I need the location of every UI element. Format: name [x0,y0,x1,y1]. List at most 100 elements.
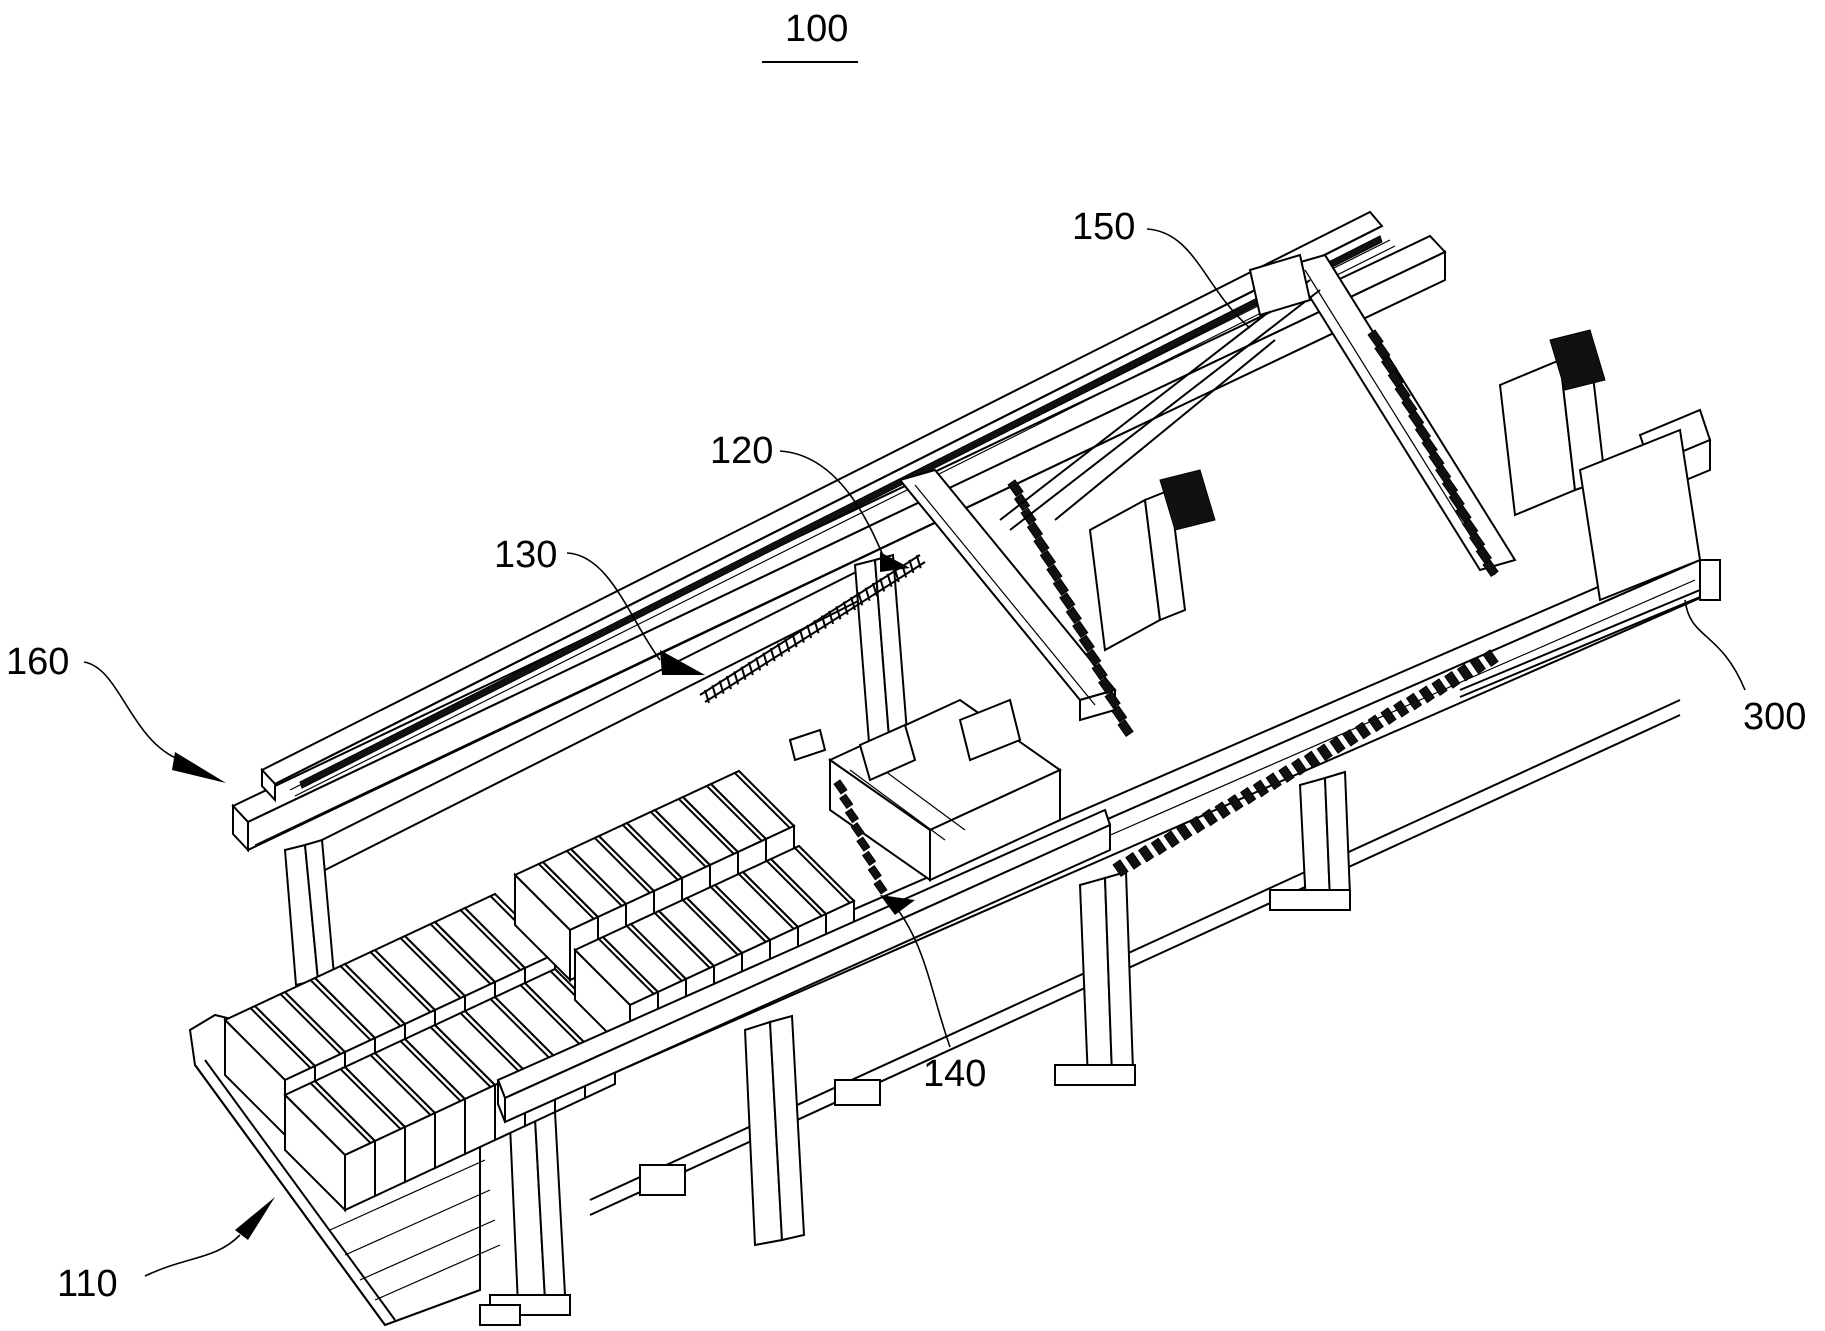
chain-link [1052,578,1070,596]
upper-rail [231,210,1447,853]
chain-link [1469,656,1486,675]
chain-link [1072,620,1089,639]
gantry-left [898,468,1216,737]
lead-screw [699,554,926,762]
screw-tooth [879,578,886,592]
chain-link [1033,535,1050,554]
transfer-module [828,698,1062,895]
chain-link [1475,545,1492,564]
chain-link [1104,691,1121,709]
leader-140 [889,899,951,1048]
screw-tooth [828,610,835,625]
chain-link [873,879,888,895]
chain-link [1342,728,1359,747]
screw-tooth [718,680,725,694]
screw-tooth [711,685,718,699]
cell-edge [459,1012,522,1074]
right-end-rail [1459,428,1721,698]
chain-link [1112,859,1129,877]
cell-edge [710,886,767,943]
chain-link [1455,505,1472,523]
chain-link [1367,329,1384,347]
chain-link [1441,478,1459,496]
chain-link [1431,678,1448,696]
ref-label-160: 160 [6,641,70,683]
cell-edge [399,937,462,999]
cell-edge [429,923,492,985]
screw-tooth [747,661,754,676]
chain-link [1408,410,1425,429]
arrow-110 [235,1197,275,1240]
screw-tooth [784,638,791,653]
cell-edge [519,984,582,1046]
cell-edge [706,785,763,842]
screw-tooth [769,647,776,662]
arrow-120 [880,552,910,572]
chain-link [1265,772,1282,791]
cell-end [514,872,571,983]
chain-link [1085,648,1102,667]
chain-link [1428,451,1445,469]
chain-link [1240,786,1257,805]
chain-link [1462,518,1479,537]
chain-link [1316,743,1333,762]
screw-tooth [820,615,827,629]
chain-link [856,836,871,852]
leader-160 [83,661,181,761]
chain-link [1214,801,1231,820]
chain-link [1059,592,1076,610]
screw-tooth [762,652,769,667]
cell-edge [459,909,522,971]
ref-label-140: 140 [923,1053,987,1095]
chain-link [1401,396,1418,415]
figure-title: 100 [785,8,849,50]
ref-label-110: 110 [57,1263,118,1305]
cell-edge [429,1026,492,1088]
cell-edge [489,998,552,1060]
cell-edge [678,798,735,855]
cable-chain [1112,649,1499,877]
screw-tooth [908,559,915,574]
screw-tooth [871,582,878,597]
chain-link [1278,765,1295,783]
chain-link [1046,564,1063,582]
ref-label-150: 150 [1072,206,1136,248]
cell-edge [766,860,823,917]
chain-link [1110,705,1128,723]
chain-link [1418,685,1435,704]
screw-tooth [842,601,849,615]
chain-link [1394,383,1411,402]
cell-edge [622,824,679,881]
cell-edge [309,1082,372,1144]
cell-edge [369,951,432,1013]
chain-link [1380,707,1397,725]
ref-label-120: 120 [710,430,774,472]
chain-link [1026,521,1044,540]
leader-130 [566,552,661,661]
chain-link [1405,692,1423,711]
cell-edge [339,965,402,1027]
leader-120 [779,450,886,561]
screw-tooth [893,568,900,583]
chain-link [1078,634,1095,653]
screw-tooth [704,689,710,704]
chain-link [1482,649,1499,667]
chain-link [1414,424,1432,442]
chain-link [1137,844,1155,863]
chain-link [1380,356,1398,375]
chain-link [1227,794,1244,812]
screw-tooth [777,643,783,657]
screw-tooth [733,671,740,685]
screw-tooth [850,596,856,611]
chain-link [833,779,848,795]
chain-link [867,865,882,881]
chain-link [1444,671,1461,689]
cell-edge [594,837,651,894]
ref-label-130: 130 [494,534,558,576]
cell-edge [734,772,791,829]
figure-title-underline [762,61,858,63]
chain-link [1482,559,1499,577]
arrow-140 [880,895,915,915]
screw-tooth [791,633,798,648]
